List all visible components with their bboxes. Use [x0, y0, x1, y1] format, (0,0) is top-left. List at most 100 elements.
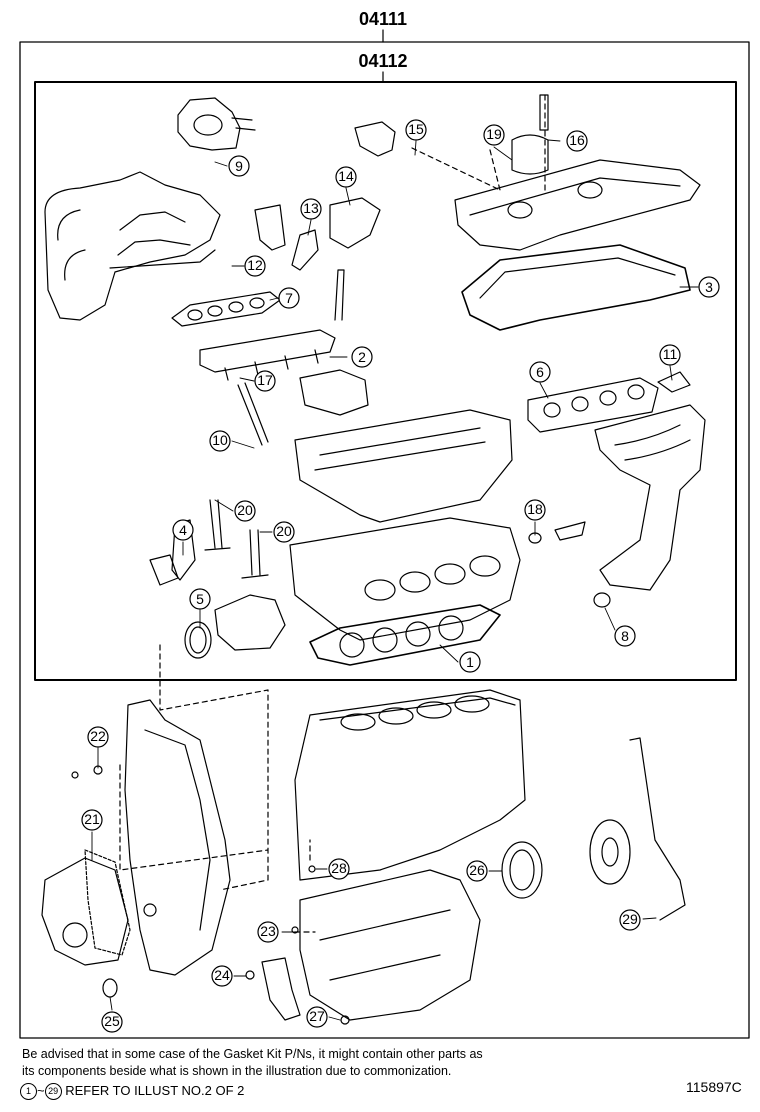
callout-leaders [91, 139, 699, 1021]
dipstick-drawing [629, 737, 686, 921]
camshaft-housing-drawing [294, 369, 513, 523]
callout-28: 28 [328, 858, 350, 880]
svg-text:1: 1 [466, 654, 474, 670]
svg-text:23: 23 [260, 923, 276, 939]
svg-text:13: 13 [303, 200, 319, 216]
kit-code-inner: 04112 [358, 51, 407, 71]
callout-12: 12 [244, 255, 266, 277]
callout-1: 1 [459, 651, 481, 673]
callout-3: 3 [698, 276, 720, 298]
callout-10: 10 [209, 430, 231, 452]
fuel-pump-drawing [354, 94, 549, 175]
svg-text:12: 12 [247, 257, 263, 273]
svg-text:21: 21 [84, 811, 100, 827]
svg-text:9: 9 [235, 158, 243, 174]
callout-18: 18 [524, 499, 546, 521]
ref-end-number: 29 [44, 1083, 62, 1101]
callout-14: 14 [335, 166, 357, 188]
advisory-note-line-2: its components beside what is shown in t… [22, 1064, 452, 1078]
cylinder-block-drawing [294, 689, 526, 881]
svg-text:19: 19 [486, 126, 502, 142]
callout-20a: 20 [234, 500, 256, 522]
ref-text: REFER TO ILLUST NO.2 OF 2 [65, 1083, 245, 1098]
oil-pan-drawing [299, 869, 481, 1021]
svg-text:17: 17 [257, 372, 273, 388]
svg-text:2: 2 [358, 349, 366, 365]
outer-kit-frame [19, 41, 750, 1039]
fuel-rail-drawing [199, 269, 345, 381]
callout-9: 9 [228, 155, 250, 177]
water-inlet-drawing [149, 519, 286, 651]
callout-22: 22 [87, 726, 109, 748]
callout-4: 4 [172, 519, 194, 541]
svg-text:11: 11 [663, 346, 678, 362]
cylinder-head-cover-drawing [454, 159, 701, 251]
svg-text:25: 25 [104, 1013, 120, 1029]
callout-11: 11 [659, 344, 681, 366]
throttle-body-drawing [177, 97, 256, 151]
callout-25: 25 [101, 1011, 123, 1033]
timing-cover-drawing [124, 699, 231, 976]
svg-text:3: 3 [705, 279, 713, 295]
svg-text:6: 6 [536, 364, 544, 380]
illustration-reference-note: 1~29 REFER TO ILLUST NO.2 OF 2 [20, 1083, 245, 1101]
head-gasket-drawing [309, 604, 501, 666]
callout-19: 19 [483, 124, 505, 146]
inner-kit-frame [34, 81, 737, 681]
oil-seal-drawing [184, 521, 611, 659]
intake-manifold-drawing [44, 171, 221, 321]
callout-7: 7 [278, 287, 300, 309]
svg-text:7: 7 [285, 290, 293, 306]
callout-27: 27 [306, 1006, 328, 1028]
callout-24: 24 [211, 965, 233, 987]
illustration-id: 115897C [686, 1079, 742, 1095]
oil-filter-bracket-drawing [71, 765, 350, 1025]
callout-6: 6 [529, 361, 551, 383]
svg-text:27: 27 [309, 1008, 325, 1024]
kit-code-outer: 04111 [359, 9, 407, 29]
callout-8: 8 [614, 625, 636, 647]
svg-text:22: 22 [90, 728, 106, 744]
cylinder-head-drawing [289, 517, 521, 641]
rear-oil-seal-drawing [501, 841, 543, 899]
svg-text:26: 26 [469, 862, 485, 878]
valve-drawing [204, 382, 269, 579]
advisory-note-line-1: Be advised that in some case of the Gask… [22, 1047, 483, 1061]
svg-text:20: 20 [276, 523, 292, 539]
callout-17: 17 [254, 370, 276, 392]
svg-text:5: 5 [196, 591, 204, 607]
exhaust-manifold-drawing [594, 371, 706, 591]
callout-20b: 20 [273, 521, 295, 543]
svg-text:14: 14 [338, 168, 354, 184]
ref-range-separator: ~ [37, 1083, 45, 1098]
callout-labels: 1 2 3 4 5 6 7 8 9 10 11 12 13 14 15 16 1… [81, 119, 720, 1033]
intake-gasket-drawing [171, 291, 281, 327]
svg-text:15: 15 [408, 121, 424, 137]
callout-16: 16 [566, 130, 588, 152]
callout-26: 26 [466, 860, 488, 882]
svg-text:18: 18 [527, 501, 543, 517]
svg-text:10: 10 [212, 432, 228, 448]
drive-plate-drawing [589, 819, 631, 885]
callout-5: 5 [189, 588, 211, 610]
head-cover-gasket-drawing [461, 244, 691, 331]
callout-21: 21 [81, 809, 103, 831]
water-pump-drawing [41, 849, 131, 966]
dashed-guide-lines [119, 94, 546, 933]
ref-start-number: 1 [20, 1083, 37, 1101]
callout-2: 2 [351, 346, 373, 368]
svg-text:29: 29 [622, 911, 638, 927]
svg-text:28: 28 [331, 860, 347, 876]
svg-text:24: 24 [214, 967, 230, 983]
svg-text:4: 4 [179, 522, 187, 538]
callout-13: 13 [300, 198, 322, 220]
svg-text:20: 20 [237, 502, 253, 518]
svg-text:8: 8 [621, 628, 629, 644]
callout-15: 15 [405, 119, 427, 141]
sensor-bracket-drawing [254, 197, 381, 271]
callout-23: 23 [257, 921, 279, 943]
svg-text:16: 16 [569, 132, 585, 148]
exhaust-gasket-drawing [527, 377, 659, 433]
callout-29: 29 [619, 909, 641, 931]
